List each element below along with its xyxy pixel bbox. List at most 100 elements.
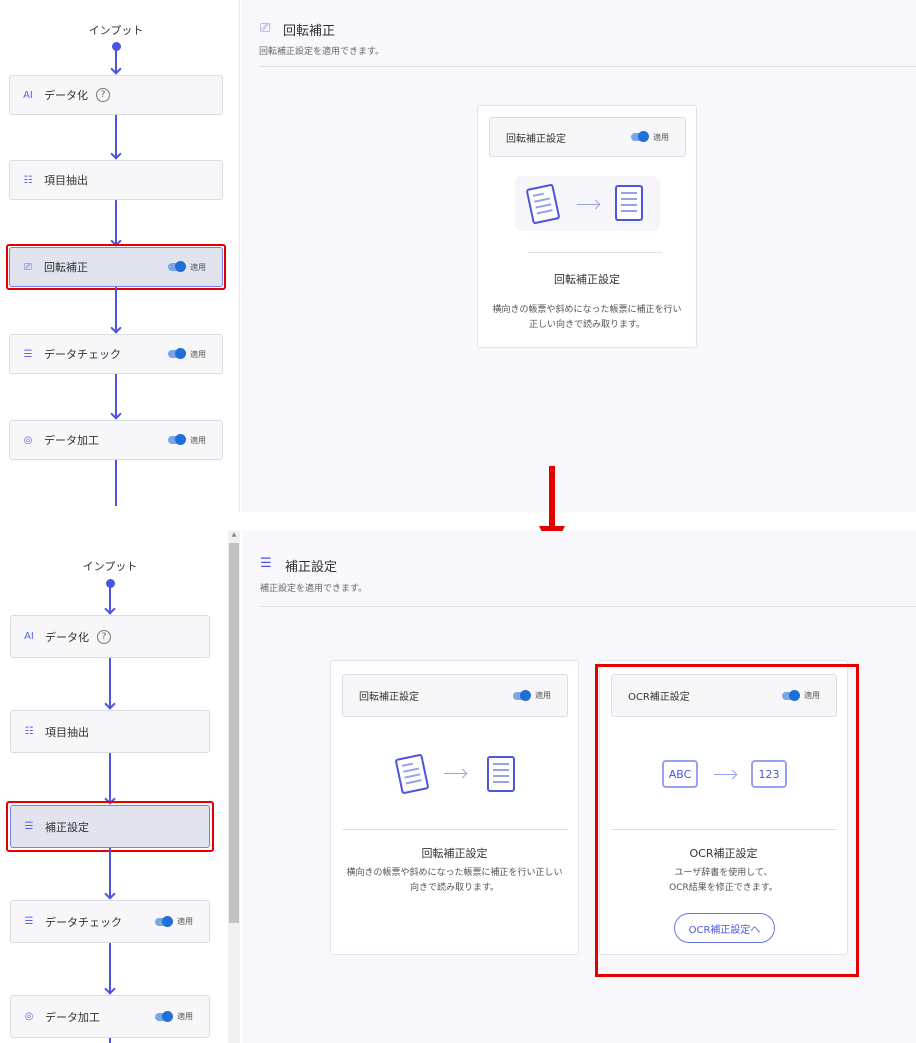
connector-line <box>109 943 111 994</box>
rotation-setting-card: 回転補正設定 適用 回転補正設定 横向きの帳票や斜めになった帳票に補正を行い 正… <box>477 105 697 348</box>
apply-toggle[interactable]: 適用 <box>168 348 206 360</box>
apply-toggle[interactable]: 適用 <box>513 689 551 701</box>
rotate-title-icon: ⎚ <box>260 21 271 36</box>
flow-node-5[interactable]: ◎データ加工適用 <box>9 420 223 460</box>
correction-icon: ☰ <box>24 821 34 832</box>
apply-toggle[interactable]: 適用 <box>155 915 193 927</box>
desc-line: 正しい向きで読み取ります。 <box>528 320 646 330</box>
apply-toggle[interactable]: 適用 <box>168 261 206 273</box>
arrow-right-icon <box>444 773 466 774</box>
toggle-switch[interactable] <box>168 348 186 359</box>
toggle-label: 適用 <box>177 917 193 926</box>
card-divider <box>611 829 837 830</box>
ai-scan-icon: AI <box>23 89 33 101</box>
connector-line <box>115 47 117 74</box>
page-subtitle: 回転補正設定を適用できます。 <box>259 47 385 57</box>
card-title: OCR補正設定 <box>689 847 758 860</box>
card-header: OCR補正設定 適用 <box>611 674 837 717</box>
help-icon[interactable]: ? <box>96 88 110 102</box>
flow-node-label: データ加工 <box>44 434 99 447</box>
ocr-setting-card: OCR補正設定 適用 ABC 123 OCR補正設定 ユーザ辞書を使用して、 O… <box>599 660 848 955</box>
flow-node-label: 回転補正 <box>44 261 88 274</box>
connector-line <box>115 200 117 246</box>
toggle-switch[interactable] <box>168 434 186 445</box>
list-icon: ☷ <box>23 174 33 186</box>
scroll-up-icon[interactable]: ▲ <box>231 531 237 538</box>
card-description: 横向きの帳票や斜めになった帳票に補正を行い正しい 向きで読み取ります。 <box>331 866 578 896</box>
arrow-right-icon <box>714 774 736 775</box>
card-description: 横向きの帳票や斜めになった帳票に補正を行い 正しい向きで読み取ります。 <box>478 303 696 333</box>
card-header: 回転補正設定 適用 <box>489 117 686 157</box>
rotate-icon: ⎚ <box>24 261 32 273</box>
toggle-switch[interactable] <box>168 261 186 272</box>
page-title: 回転補正 <box>283 24 336 39</box>
highlight-box <box>6 801 214 852</box>
divider <box>259 66 916 67</box>
apply-toggle[interactable]: 適用 <box>155 1010 193 1022</box>
checklist-icon: ☰ <box>23 348 33 360</box>
desc-line: 横向きの帳票や斜めになった帳票に補正を行い正しい <box>346 868 563 878</box>
toggle-switch[interactable] <box>513 689 531 701</box>
desc-line: 横向きの帳票や斜めになった帳票に補正を行い <box>492 305 682 315</box>
card-title: 回転補正設定 <box>421 847 488 860</box>
toggle-label: 適用 <box>190 262 206 272</box>
desc-line: 向きで読み取ります。 <box>409 883 500 893</box>
correction-title-icon: ☰ <box>260 556 272 571</box>
card-divider <box>342 829 568 830</box>
card-divider <box>528 252 662 253</box>
connector-line <box>115 374 117 419</box>
flow-node-4[interactable]: ☰データチェック適用 <box>10 900 210 943</box>
toggle-switch[interactable] <box>155 915 173 927</box>
abc-scan-icon: ABC <box>662 760 698 788</box>
card-title: 回転補正設定 <box>554 273 620 286</box>
card-header-label: 回転補正設定 <box>506 133 566 145</box>
connector-line <box>109 584 111 614</box>
process-icon: ◎ <box>24 1011 34 1022</box>
flow-node-3[interactable]: ☰補正設定 <box>10 805 210 848</box>
input-label: インプット <box>88 24 144 37</box>
flow-node-2[interactable]: ☷ 項目抽出 <box>9 160 223 200</box>
connector-line <box>109 1038 111 1043</box>
connector-line <box>115 115 117 159</box>
highlight-box <box>595 664 859 977</box>
flow-node-2[interactable]: ☷ 項目抽出 <box>10 710 210 753</box>
divider <box>260 606 916 607</box>
flow-node-label: データ化 <box>45 630 89 644</box>
desc-line: OCR結果を修正できます。 <box>669 883 778 893</box>
page-subtitle: 補正設定を適用できます。 <box>260 584 368 594</box>
illustration <box>515 176 660 231</box>
list-icon: ☷ <box>24 726 34 737</box>
connector-line <box>109 848 111 899</box>
toggle-label: 適用 <box>653 132 669 142</box>
flow-start-dot <box>106 579 115 588</box>
flow-node-label: 項目抽出 <box>45 725 89 739</box>
apply-toggle[interactable]: 適用 <box>168 434 206 446</box>
desc-line: ユーザ辞書を使用して、 <box>674 868 773 878</box>
apply-toggle[interactable]: 適用 <box>782 689 820 701</box>
flow-start-dot <box>112 42 121 51</box>
connector-line <box>109 753 111 804</box>
flow-node-label: 項目抽出 <box>44 174 88 187</box>
toggle-label: 適用 <box>535 691 551 700</box>
document-icon <box>615 185 643 221</box>
toggle-switch[interactable] <box>782 689 800 701</box>
help-icon[interactable]: ? <box>97 629 111 644</box>
flow-node-label: データ加工 <box>45 1010 100 1024</box>
highlight-box <box>6 244 226 290</box>
flow-node-label: データチェック <box>44 348 121 361</box>
sidebar-scrollbar[interactable]: ▲ <box>228 531 240 1043</box>
flow-node-4[interactable]: ☰ データチェック 適用 <box>9 334 223 374</box>
toggle-switch[interactable] <box>631 131 649 142</box>
scrollbar-thumb[interactable] <box>229 543 239 923</box>
connector-line <box>115 287 117 333</box>
toggle-switch[interactable] <box>155 1010 173 1022</box>
connector-line <box>115 460 117 506</box>
page-title: 補正設定 <box>285 560 338 575</box>
apply-toggle[interactable]: 適用 <box>631 131 669 143</box>
ocr-setting-button[interactable]: OCR補正設定へ <box>674 913 775 943</box>
flow-node-3[interactable]: ⎚ 回転補正 適用 <box>9 247 223 287</box>
document-icon <box>487 756 515 792</box>
flow-node-5[interactable]: ◎ データ加工 適用 <box>10 995 210 1038</box>
